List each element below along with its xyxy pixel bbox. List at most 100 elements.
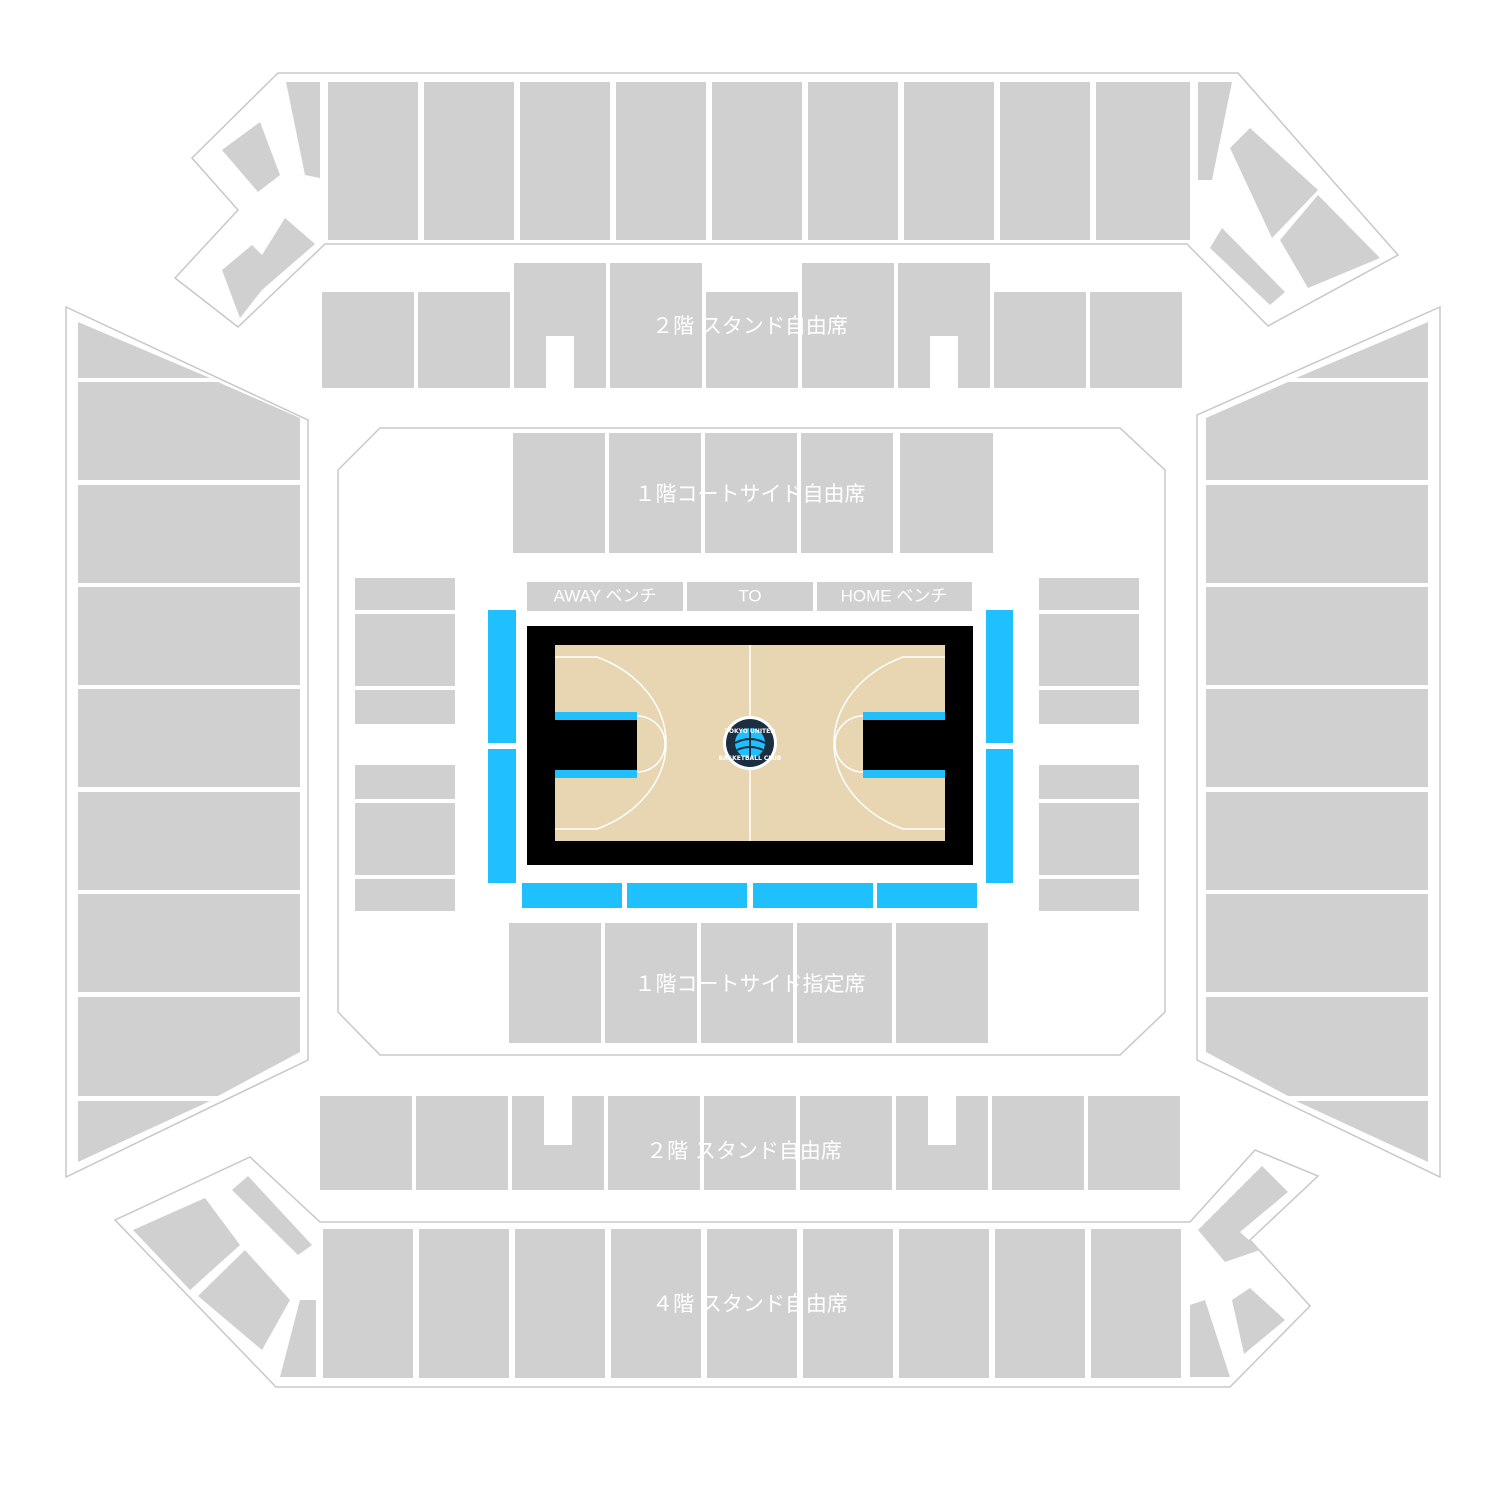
seat-block[interactable] — [418, 292, 510, 388]
seat-block[interactable] — [1206, 997, 1428, 1096]
seat-block[interactable] — [355, 614, 455, 686]
seat-block[interactable] — [1296, 322, 1428, 378]
seat-block[interactable] — [286, 82, 320, 178]
seat-block[interactable] — [419, 1229, 509, 1378]
seat-block[interactable] — [995, 1229, 1085, 1378]
seat-block[interactable] — [899, 1229, 989, 1378]
seat-block[interactable] — [424, 82, 514, 240]
seat-block[interactable] — [78, 382, 300, 480]
premium-seat-block[interactable] — [753, 883, 873, 908]
seat-block[interactable] — [515, 1229, 605, 1378]
seat-block[interactable] — [992, 1096, 1084, 1190]
seat-block[interactable] — [509, 923, 601, 1043]
premium-seat-block[interactable] — [522, 883, 622, 908]
to-table[interactable] — [687, 582, 813, 611]
seat-block[interactable] — [1088, 1096, 1180, 1190]
seat-block[interactable] — [1206, 587, 1428, 685]
seat-block[interactable] — [1039, 614, 1139, 686]
seat-block[interactable] — [609, 433, 701, 553]
seat-block[interactable] — [322, 292, 414, 388]
seat-block[interactable] — [355, 803, 455, 875]
seat-block[interactable] — [1210, 228, 1285, 305]
seat-block[interactable] — [1039, 803, 1139, 875]
premium-seat-block[interactable] — [488, 610, 516, 743]
premium-seat-block[interactable] — [488, 749, 516, 883]
seat-block[interactable] — [514, 263, 606, 388]
seat-block[interactable] — [896, 1096, 988, 1190]
seat-block[interactable] — [898, 263, 990, 388]
seat-block[interactable] — [520, 82, 610, 240]
seat-block[interactable] — [611, 1229, 701, 1378]
premium-seat-block[interactable] — [986, 749, 1013, 883]
seat-block[interactable] — [1039, 879, 1139, 911]
seat-block[interactable] — [1206, 382, 1428, 480]
seat-block[interactable] — [705, 433, 797, 553]
seat-block[interactable] — [355, 690, 455, 724]
seat-block[interactable] — [78, 322, 210, 378]
seat-block[interactable] — [808, 82, 898, 240]
seat-block[interactable] — [1091, 1229, 1181, 1378]
seat-block[interactable] — [1000, 82, 1090, 240]
seat-block[interactable] — [704, 1096, 796, 1190]
seat-block[interactable] — [78, 689, 300, 787]
seat-block[interactable] — [1198, 82, 1232, 180]
seat-block[interactable] — [355, 879, 455, 911]
seat-block[interactable] — [1206, 485, 1428, 583]
seat-block[interactable] — [896, 923, 988, 1043]
seat-block[interactable] — [355, 765, 455, 799]
seat-block[interactable] — [1039, 765, 1139, 799]
seat-block[interactable] — [1206, 689, 1428, 787]
seat-block[interactable] — [355, 578, 455, 610]
seat-block[interactable] — [605, 923, 697, 1043]
seat-block[interactable] — [1230, 128, 1318, 238]
seat-block[interactable] — [512, 1096, 604, 1190]
seat-block[interactable] — [78, 587, 300, 685]
seat-block[interactable] — [198, 1250, 290, 1350]
seat-block[interactable] — [133, 1198, 240, 1290]
seat-block[interactable] — [1039, 578, 1139, 610]
seat-block[interactable] — [1090, 292, 1182, 388]
seat-block[interactable] — [994, 292, 1086, 388]
seat-block[interactable] — [78, 997, 300, 1096]
seat-block[interactable] — [78, 1101, 210, 1162]
seat-block[interactable] — [1190, 1300, 1230, 1377]
seat-block[interactable] — [802, 263, 894, 388]
seat-block[interactable] — [1296, 1101, 1428, 1162]
seat-block[interactable] — [800, 1096, 892, 1190]
seat-block[interactable] — [608, 1096, 700, 1190]
seat-block[interactable] — [78, 792, 300, 890]
seat-block[interactable] — [78, 485, 300, 583]
seat-block[interactable] — [1280, 195, 1380, 288]
seat-block[interactable] — [610, 263, 702, 388]
seat-block[interactable] — [900, 433, 993, 553]
seat-block[interactable] — [801, 433, 893, 553]
seat-block[interactable] — [1198, 1166, 1288, 1262]
seat-block[interactable] — [904, 82, 994, 240]
seat-block[interactable] — [1206, 792, 1428, 890]
home-bench[interactable] — [817, 582, 972, 611]
seat-block[interactable] — [707, 1229, 797, 1378]
seat-block[interactable] — [280, 1300, 316, 1377]
seat-block[interactable] — [232, 1176, 312, 1255]
premium-seat-block[interactable] — [877, 883, 977, 908]
premium-seat-block[interactable] — [627, 883, 747, 908]
seat-block[interactable] — [222, 122, 280, 192]
seat-block[interactable] — [797, 923, 892, 1043]
seat-block[interactable] — [323, 1229, 413, 1378]
seat-block[interactable] — [78, 894, 300, 992]
seat-block[interactable] — [803, 1229, 893, 1378]
seat-block[interactable] — [1206, 894, 1428, 992]
away-bench[interactable] — [527, 582, 683, 611]
seat-block[interactable] — [616, 82, 706, 240]
seat-block[interactable] — [328, 82, 418, 240]
seat-block[interactable] — [712, 82, 802, 240]
seat-block[interactable] — [416, 1096, 508, 1190]
seat-block[interactable] — [706, 292, 798, 388]
seat-block[interactable] — [320, 1096, 412, 1190]
seat-block[interactable] — [701, 923, 793, 1043]
seat-block[interactable] — [1232, 1288, 1285, 1354]
seat-block[interactable] — [1096, 82, 1190, 240]
seat-block[interactable] — [222, 218, 315, 318]
seat-block[interactable] — [513, 433, 605, 553]
seat-block[interactable] — [1039, 690, 1139, 724]
